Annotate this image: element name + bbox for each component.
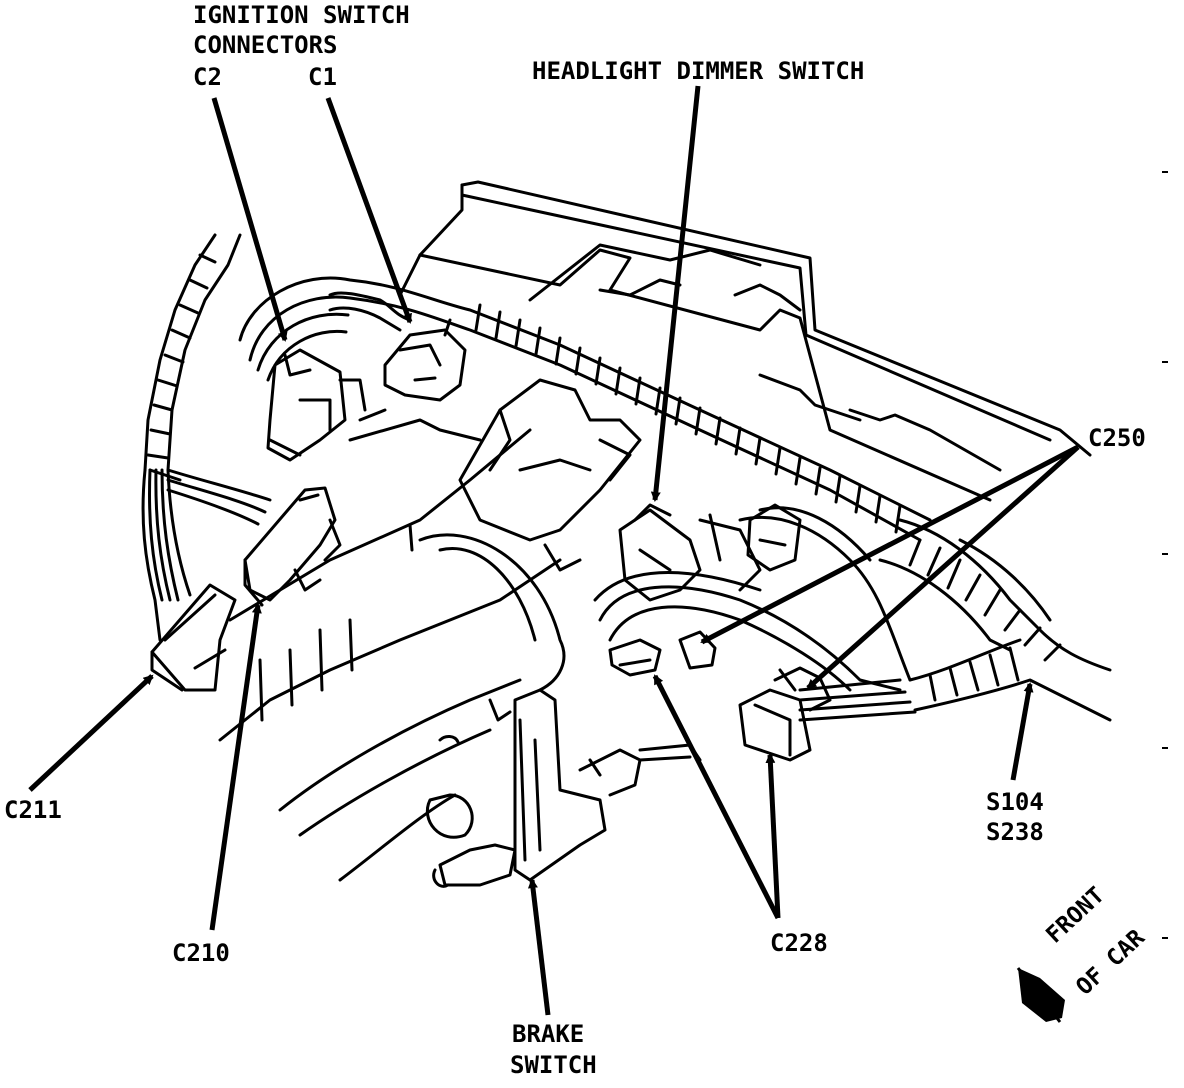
c210-label: C210 (172, 939, 230, 967)
arrow-c2 (211, 97, 288, 342)
c2-connector (266, 348, 367, 462)
dash-panel-bracket (398, 180, 1092, 502)
brake-switch-label-line2: SWITCH (510, 1051, 597, 1079)
c1-label: C1 (308, 63, 337, 91)
arrow-brake (527, 878, 551, 1016)
c1-connector (383, 318, 467, 402)
c210-connector (243, 486, 342, 607)
arrow-c211 (28, 674, 154, 792)
ignition-switch-label-line2: CONNECTORS (193, 31, 338, 59)
arrow-c228-a (652, 674, 781, 920)
c211-label: C211 (4, 796, 62, 824)
c211-connector (150, 583, 237, 692)
upper-harness (238, 276, 932, 542)
arrow-c250-a (700, 444, 1080, 645)
leader-arrows (28, 85, 1080, 1016)
steering-column (218, 428, 566, 882)
c2-label: C2 (193, 63, 222, 91)
arrow-headlight (650, 85, 701, 502)
s238-label: S238 (986, 818, 1044, 846)
front-of-car-arrow (1016, 967, 1065, 1023)
lower-harness (593, 506, 917, 722)
c228-label: C228 (770, 929, 828, 957)
s104-label: S104 (986, 788, 1044, 816)
dimmer-switch (618, 503, 762, 602)
main-right-harness (878, 518, 1112, 722)
brake-switch-drawing (425, 688, 702, 888)
c250-label: C250 (1088, 424, 1146, 452)
column-housing (348, 378, 642, 572)
arrow-c228-b (765, 753, 781, 919)
left-harness (141, 233, 272, 642)
arrow-c1 (325, 97, 413, 324)
arrow-s104 (1010, 682, 1034, 781)
brake-switch-label-line1: BRAKE (512, 1020, 585, 1048)
ignition-switch-label-line1: IGNITION SWITCH (193, 1, 410, 29)
edge-ticks (1162, 171, 1168, 939)
headlight-dimmer-label: HEADLIGHT DIMMER SWITCH (532, 57, 865, 85)
arrow-c250-b (806, 445, 1080, 690)
arrow-c210 (209, 603, 262, 931)
c228-connectors (608, 638, 812, 762)
